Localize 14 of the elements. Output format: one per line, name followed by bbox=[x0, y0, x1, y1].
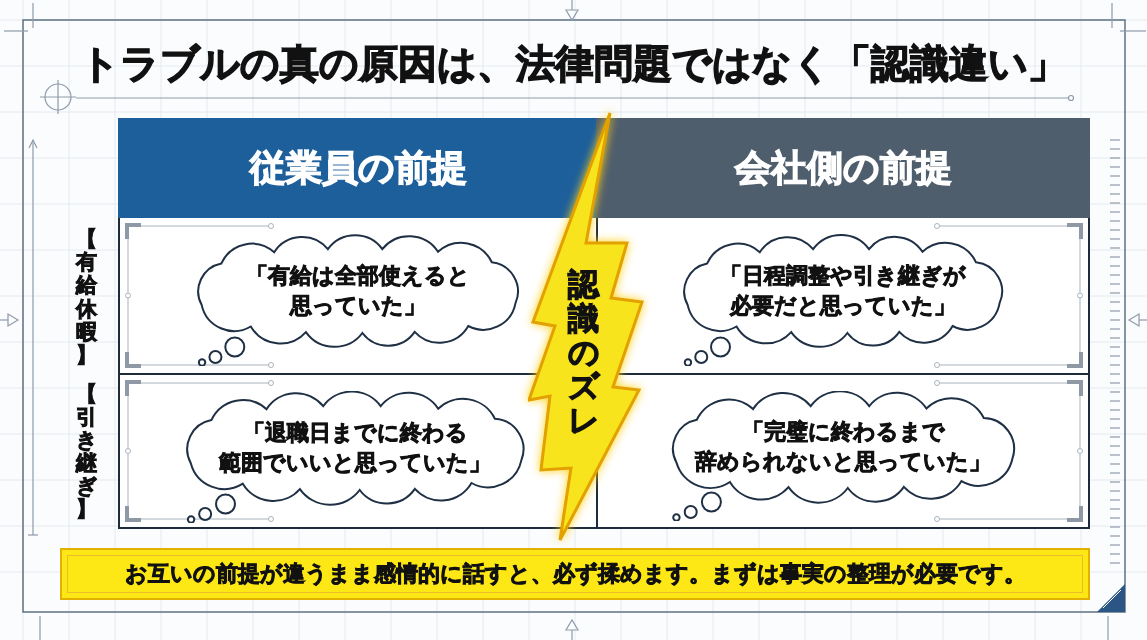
cloud-text: 「日程調整や引き継ぎが必要だと思っていた」 bbox=[720, 262, 966, 320]
summary-banner bbox=[60, 548, 1090, 600]
header-text: 従業員の前提 bbox=[249, 150, 467, 186]
column-header bbox=[596, 118, 1090, 218]
title: トラブルの真の原因は、法律問題ではなく「認識違い」 bbox=[80, 41, 1067, 87]
cloud-text: 「有給は全部使えると思っていた」 bbox=[246, 262, 470, 320]
cloud-text: 「退職日までに終わる範囲でいいと思っていた」 bbox=[219, 419, 491, 477]
banner-text: お互いの前提が違うまま感情的に話すと、必ず揉めます。まずは事実の整理が必要です。 bbox=[124, 563, 1026, 585]
column-header bbox=[118, 118, 598, 218]
header-text: 会社側の前提 bbox=[734, 150, 952, 186]
row-label: 【引き継ぎ】 bbox=[75, 381, 97, 521]
row-label: 【有給休暇】 bbox=[75, 227, 97, 366]
cloud-text: 「完璧に終わるまで辞められないと思っていた」 bbox=[695, 418, 991, 476]
bolt-text: 認識のズレ bbox=[567, 268, 599, 439]
